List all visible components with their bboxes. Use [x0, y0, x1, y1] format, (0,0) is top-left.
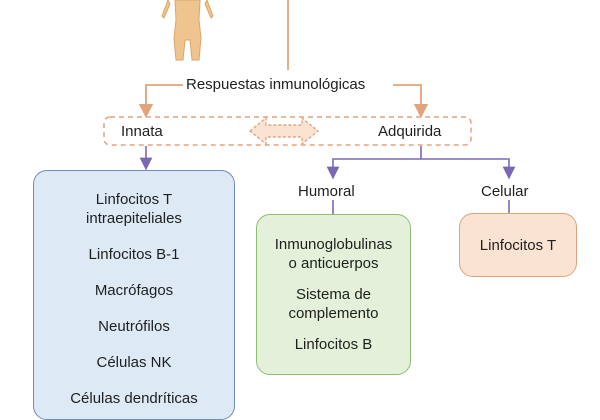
list-item: Células NK [96, 354, 172, 371]
list-item: Sistema de complemento [288, 286, 379, 322]
innate-branch-line [138, 84, 183, 119]
diagram-title: Respuestas inmunológicas [186, 76, 366, 93]
list-item: Células dendríticas [70, 390, 198, 407]
double-arrow-icon [248, 116, 320, 146]
list-item: Neutrófilos [98, 318, 170, 335]
list-item: Linfocitos B-1 [88, 246, 180, 263]
list-item: Inmunoglobulinas o anticuerpos [274, 236, 393, 272]
branch-frame [103, 116, 472, 146]
humoral-box: Inmunoglobulinas o anticuerpos Sistema d… [256, 214, 411, 375]
innate-label: Innata [121, 123, 163, 140]
celular-box: Linfocitos T [459, 213, 577, 277]
list-item: Linfocitos B [294, 336, 373, 353]
list-item: Linfocitos T [479, 236, 557, 254]
list-item: Macrófagos [94, 282, 174, 299]
humoral-branch-line [326, 158, 421, 180]
innate-cells-box: Linfocitos T intraepiteliales Linfocitos… [33, 170, 235, 420]
celular-branch-line [421, 158, 516, 180]
humoral-label: Humoral [298, 183, 355, 200]
acquired-label: Adquirida [378, 123, 442, 140]
celular-label: Celular [481, 183, 529, 200]
list-item: Linfocitos T intraepiteliales [86, 191, 182, 227]
connector-lines [103, 0, 516, 214]
human-body-icon [161, 0, 214, 61]
acquired-branch-line [393, 84, 429, 119]
